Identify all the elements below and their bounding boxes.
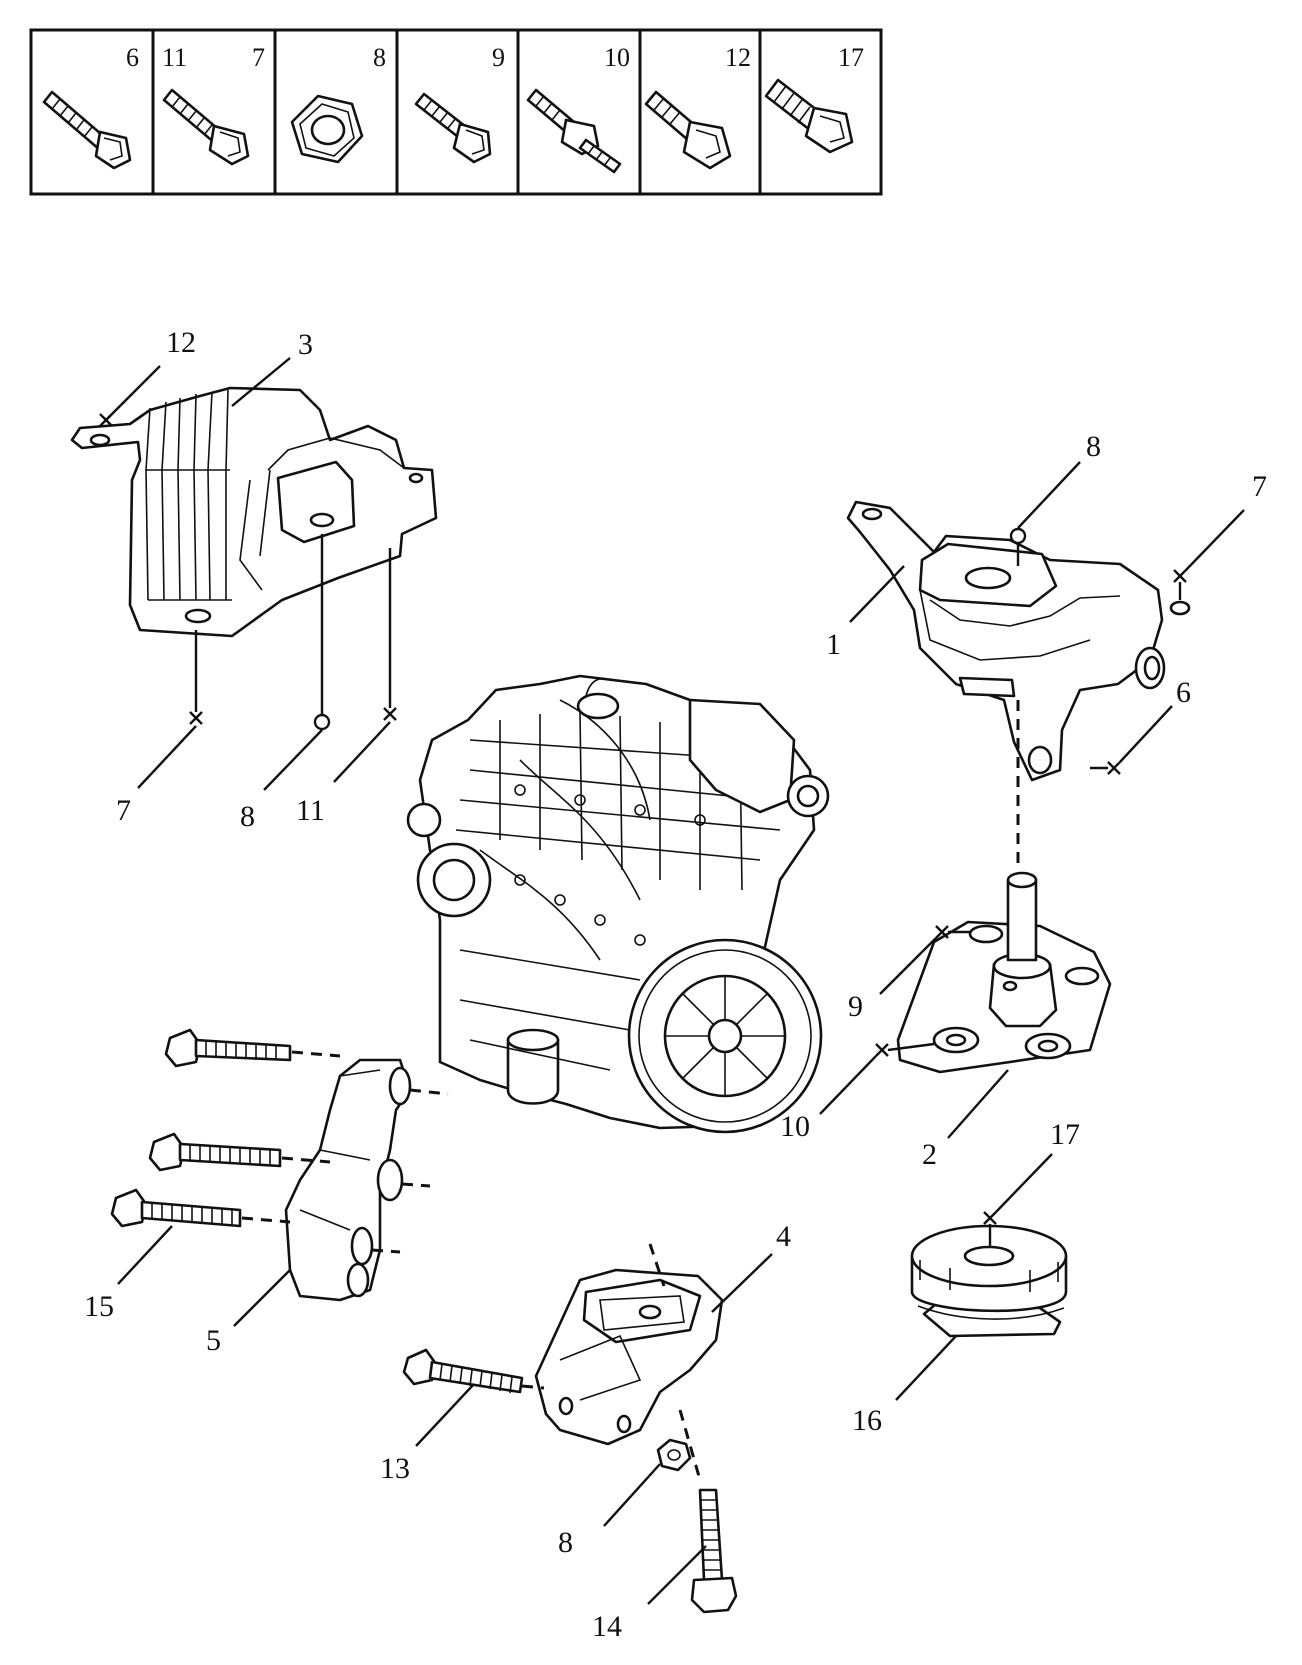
key-label-17: 17 — [838, 43, 864, 72]
callout-14: 14 — [592, 1610, 622, 1643]
bolt-15-middle-icon — [148, 1132, 282, 1172]
callout-6: 6 — [1176, 676, 1191, 709]
gearbox-mount-1 — [846, 500, 1191, 782]
dash-lower-bolt — [241, 1216, 291, 1224]
callout-2: 2 — [922, 1138, 937, 1171]
dash-mount-4-bottom — [678, 1409, 702, 1481]
bolt-14-icon — [690, 1488, 738, 1614]
bolt-12-icon — [644, 90, 732, 170]
bolt-11-7-icon — [162, 88, 250, 166]
bolt-13-icon — [402, 1348, 524, 1394]
callout-5: 5 — [206, 1324, 221, 1357]
bolt-9-icon — [414, 92, 492, 164]
callout-12-top: 12 — [166, 326, 196, 359]
key-label-8: 8 — [373, 43, 386, 72]
callout-7-left: 7 — [116, 794, 131, 827]
key-label-11: 11 — [162, 43, 187, 72]
callout-17: 17 — [1050, 1118, 1080, 1151]
callout-13: 13 — [380, 1452, 410, 1485]
bolt-15-upper-icon — [164, 1028, 292, 1068]
callout-16: 16 — [852, 1404, 882, 1437]
callout-8-bottom: 8 — [558, 1526, 573, 1559]
dash-upper-rod — [409, 1088, 449, 1096]
dash-bolt-13 — [521, 1384, 545, 1390]
fastener-key-table: 6 11 7 8 9 10 12 17 — [29, 28, 883, 196]
callout-15: 15 — [84, 1290, 114, 1323]
mount-base-2 — [896, 871, 1112, 1074]
callout-8-left: 8 — [240, 800, 255, 833]
callout-4: 4 — [776, 1220, 791, 1253]
callout-numbers: 12 3 7 8 11 8 7 1 6 9 10 2 17 16 4 15 5 … — [84, 326, 1267, 1643]
bolt-15-lower-icon — [110, 1188, 242, 1228]
engine-mount-bracket-3 — [70, 386, 438, 638]
dash-lower-rod — [371, 1248, 401, 1254]
dash-mount-4-top — [648, 1243, 666, 1287]
engine-assembly — [406, 674, 830, 1134]
callout-3: 3 — [298, 328, 313, 361]
nut-8-icon — [290, 94, 364, 164]
dash-middle-bolt — [281, 1156, 331, 1164]
key-label-6: 6 — [126, 43, 139, 72]
bolt-17-icon — [764, 78, 854, 154]
bolt-6-icon — [42, 90, 132, 170]
callout-10: 10 — [780, 1110, 810, 1143]
callout-7-right: 7 — [1252, 470, 1267, 503]
stud-10-icon — [526, 88, 622, 174]
callout-11: 11 — [296, 794, 325, 827]
key-label-7: 7 — [252, 43, 265, 72]
leader-lines — [99, 357, 1245, 1605]
key-label-10: 10 — [604, 43, 630, 72]
key-label-9: 9 — [492, 43, 505, 72]
callout-1: 1 — [826, 628, 841, 661]
callout-8-right: 8 — [1086, 430, 1101, 463]
callout-9: 9 — [848, 990, 863, 1023]
nut-8-bottom-icon — [656, 1438, 692, 1472]
dash-middle-rod — [401, 1182, 431, 1188]
lower-mount-4 — [534, 1268, 724, 1446]
dash-upper-bolt — [291, 1050, 341, 1058]
torque-rod-5 — [284, 1058, 412, 1302]
key-label-12: 12 — [725, 43, 751, 72]
bump-stop-16 — [910, 1224, 1068, 1338]
